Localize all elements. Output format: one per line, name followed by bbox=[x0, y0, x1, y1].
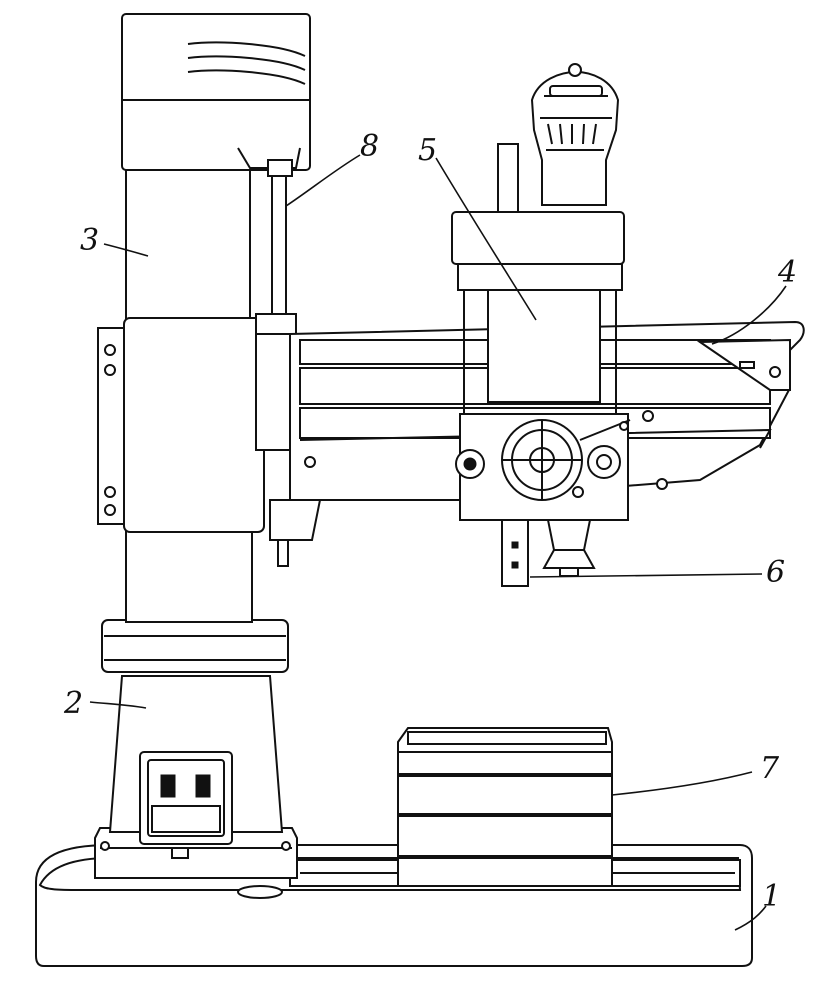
label-7: 7 bbox=[760, 751, 780, 786]
elevating-screw bbox=[267, 159, 293, 319]
label-3: 3 bbox=[80, 223, 99, 258]
label-2: 2 bbox=[63, 686, 83, 721]
label-8: 8 bbox=[360, 129, 379, 164]
label-7-group: 7 bbox=[611, 751, 780, 796]
label-1-group: 1 bbox=[734, 879, 781, 931]
label-layer: 1 2 3 4 5 6 7 8 bbox=[63, 129, 797, 931]
box-table bbox=[397, 727, 613, 887]
column bbox=[121, 13, 311, 623]
label-4: 4 bbox=[777, 255, 797, 290]
label-5: 5 bbox=[418, 133, 437, 168]
electric-panel bbox=[139, 751, 233, 845]
label-8-group: 8 bbox=[285, 129, 379, 207]
label-5-group: 5 bbox=[418, 133, 537, 321]
label-2-group: 2 bbox=[63, 686, 147, 721]
label-4-group: 4 bbox=[711, 255, 797, 345]
label-6: 6 bbox=[766, 555, 785, 590]
spindle-head bbox=[451, 63, 631, 521]
label-3-group: 3 bbox=[80, 223, 149, 258]
arm-sleeve bbox=[97, 313, 297, 533]
label-1: 1 bbox=[762, 879, 781, 914]
spindle bbox=[501, 519, 596, 587]
label-6-group: 6 bbox=[529, 555, 785, 590]
